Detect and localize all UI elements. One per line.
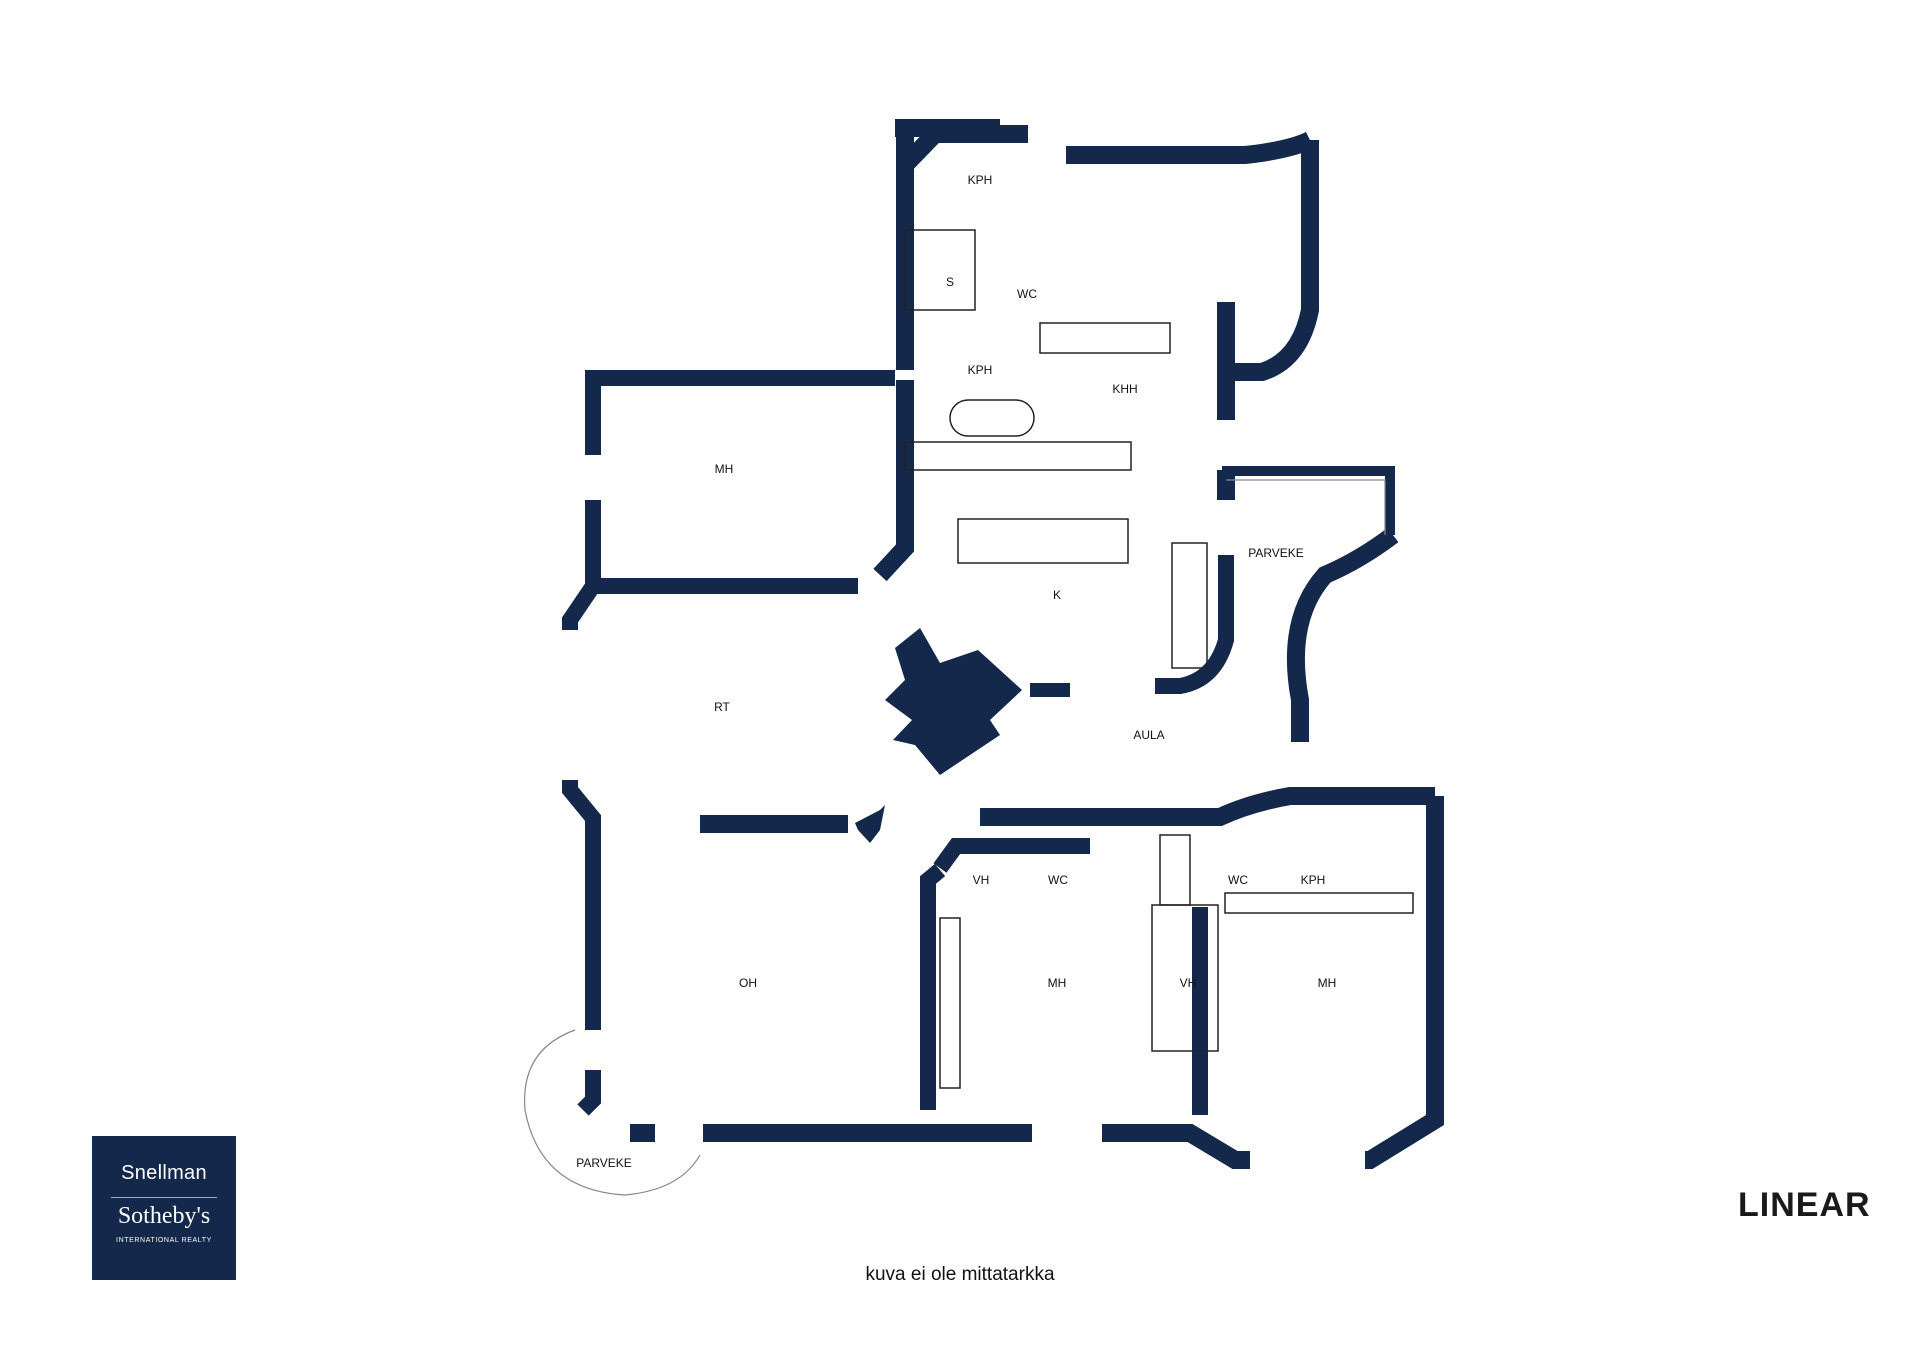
bathtub [949, 399, 1035, 437]
wall-top-bay [1232, 140, 1319, 381]
label-wc-top: WC [1017, 287, 1037, 301]
label-rt: RT [714, 700, 730, 714]
wall-top-roof [898, 125, 1028, 172]
walls [562, 119, 1444, 1169]
linear-logo: LINEAR [1738, 1186, 1871, 1224]
counter-kph-right [1224, 892, 1414, 914]
wc-cabinet [1159, 834, 1191, 906]
wall-mh-left-2 [585, 500, 858, 594]
fixtures [904, 229, 1414, 1089]
logo-sub-text: INTERNATIONAL REALTY [116, 1237, 212, 1244]
label-parveke-right: PARVEKE [1248, 546, 1304, 560]
central-column [885, 628, 1022, 775]
label-parveke-left: PARVEKE [576, 1156, 632, 1170]
room-labels: KPH S WC KPH KHH MH K PARVEKE RT AULA VH… [576, 173, 1336, 1170]
kitchen-counter [904, 441, 1132, 471]
label-kph-right: KPH [1301, 873, 1326, 887]
stairs-k [1171, 542, 1208, 669]
label-kph-mid: KPH [968, 363, 993, 377]
balcony-left-outline [523, 1029, 701, 1196]
label-mh-left: MH [715, 462, 734, 476]
lower-column [855, 805, 885, 843]
label-wc-mid: WC [1048, 873, 1068, 887]
wall-bottom-4 [1365, 796, 1444, 1169]
wall-left-mid [562, 780, 601, 1030]
logo-middle-text: Sotheby's [117, 1203, 211, 1229]
wall-bottom-3 [1102, 1124, 1250, 1169]
wall-parveke-top [1222, 466, 1395, 535]
label-khh: KHH [1112, 382, 1137, 396]
wall-aula-right [1286, 527, 1399, 742]
wall-top-right [1066, 131, 1315, 164]
label-vh-left: VH [973, 873, 990, 887]
label-mh-right: MH [1318, 976, 1337, 990]
wardrobe-vh [1151, 904, 1219, 1052]
wall-bedroom-1b [933, 838, 1090, 873]
balcony-right-outline [1226, 479, 1386, 535]
balconies [523, 479, 1386, 1196]
label-aula: AULA [1133, 728, 1164, 742]
structural-columns [855, 628, 1022, 843]
kitchen-island [957, 518, 1129, 564]
wall-bedroom-1 [920, 863, 946, 1110]
label-kph-top: KPH [968, 173, 993, 187]
wall-left-low [577, 1070, 601, 1116]
label-oh: OH [739, 976, 757, 990]
label-wc-right: WC [1228, 873, 1248, 887]
wall-right-top [980, 787, 1435, 826]
scale-disclaimer: kuva ei ole mittatarkka [865, 1264, 1055, 1285]
sauna-bench [904, 229, 976, 311]
logo-top-text: Snellman [121, 1162, 207, 1184]
sothebys-logo: Snellman Sotheby's INTERNATIONAL REALTY [92, 1136, 236, 1280]
label-vh-mid: VH [1180, 976, 1197, 990]
counter-khh [1039, 322, 1171, 354]
label-s: S [946, 275, 954, 289]
wall-k-left [873, 380, 914, 582]
logo-divider [111, 1197, 217, 1198]
label-mh-mid: MH [1048, 976, 1067, 990]
wall-left-upper [562, 581, 600, 630]
label-k: K [1053, 588, 1061, 602]
wall-mh-left [585, 370, 895, 455]
counter-oh [939, 917, 961, 1089]
wall-k-cabinet [1155, 555, 1234, 694]
